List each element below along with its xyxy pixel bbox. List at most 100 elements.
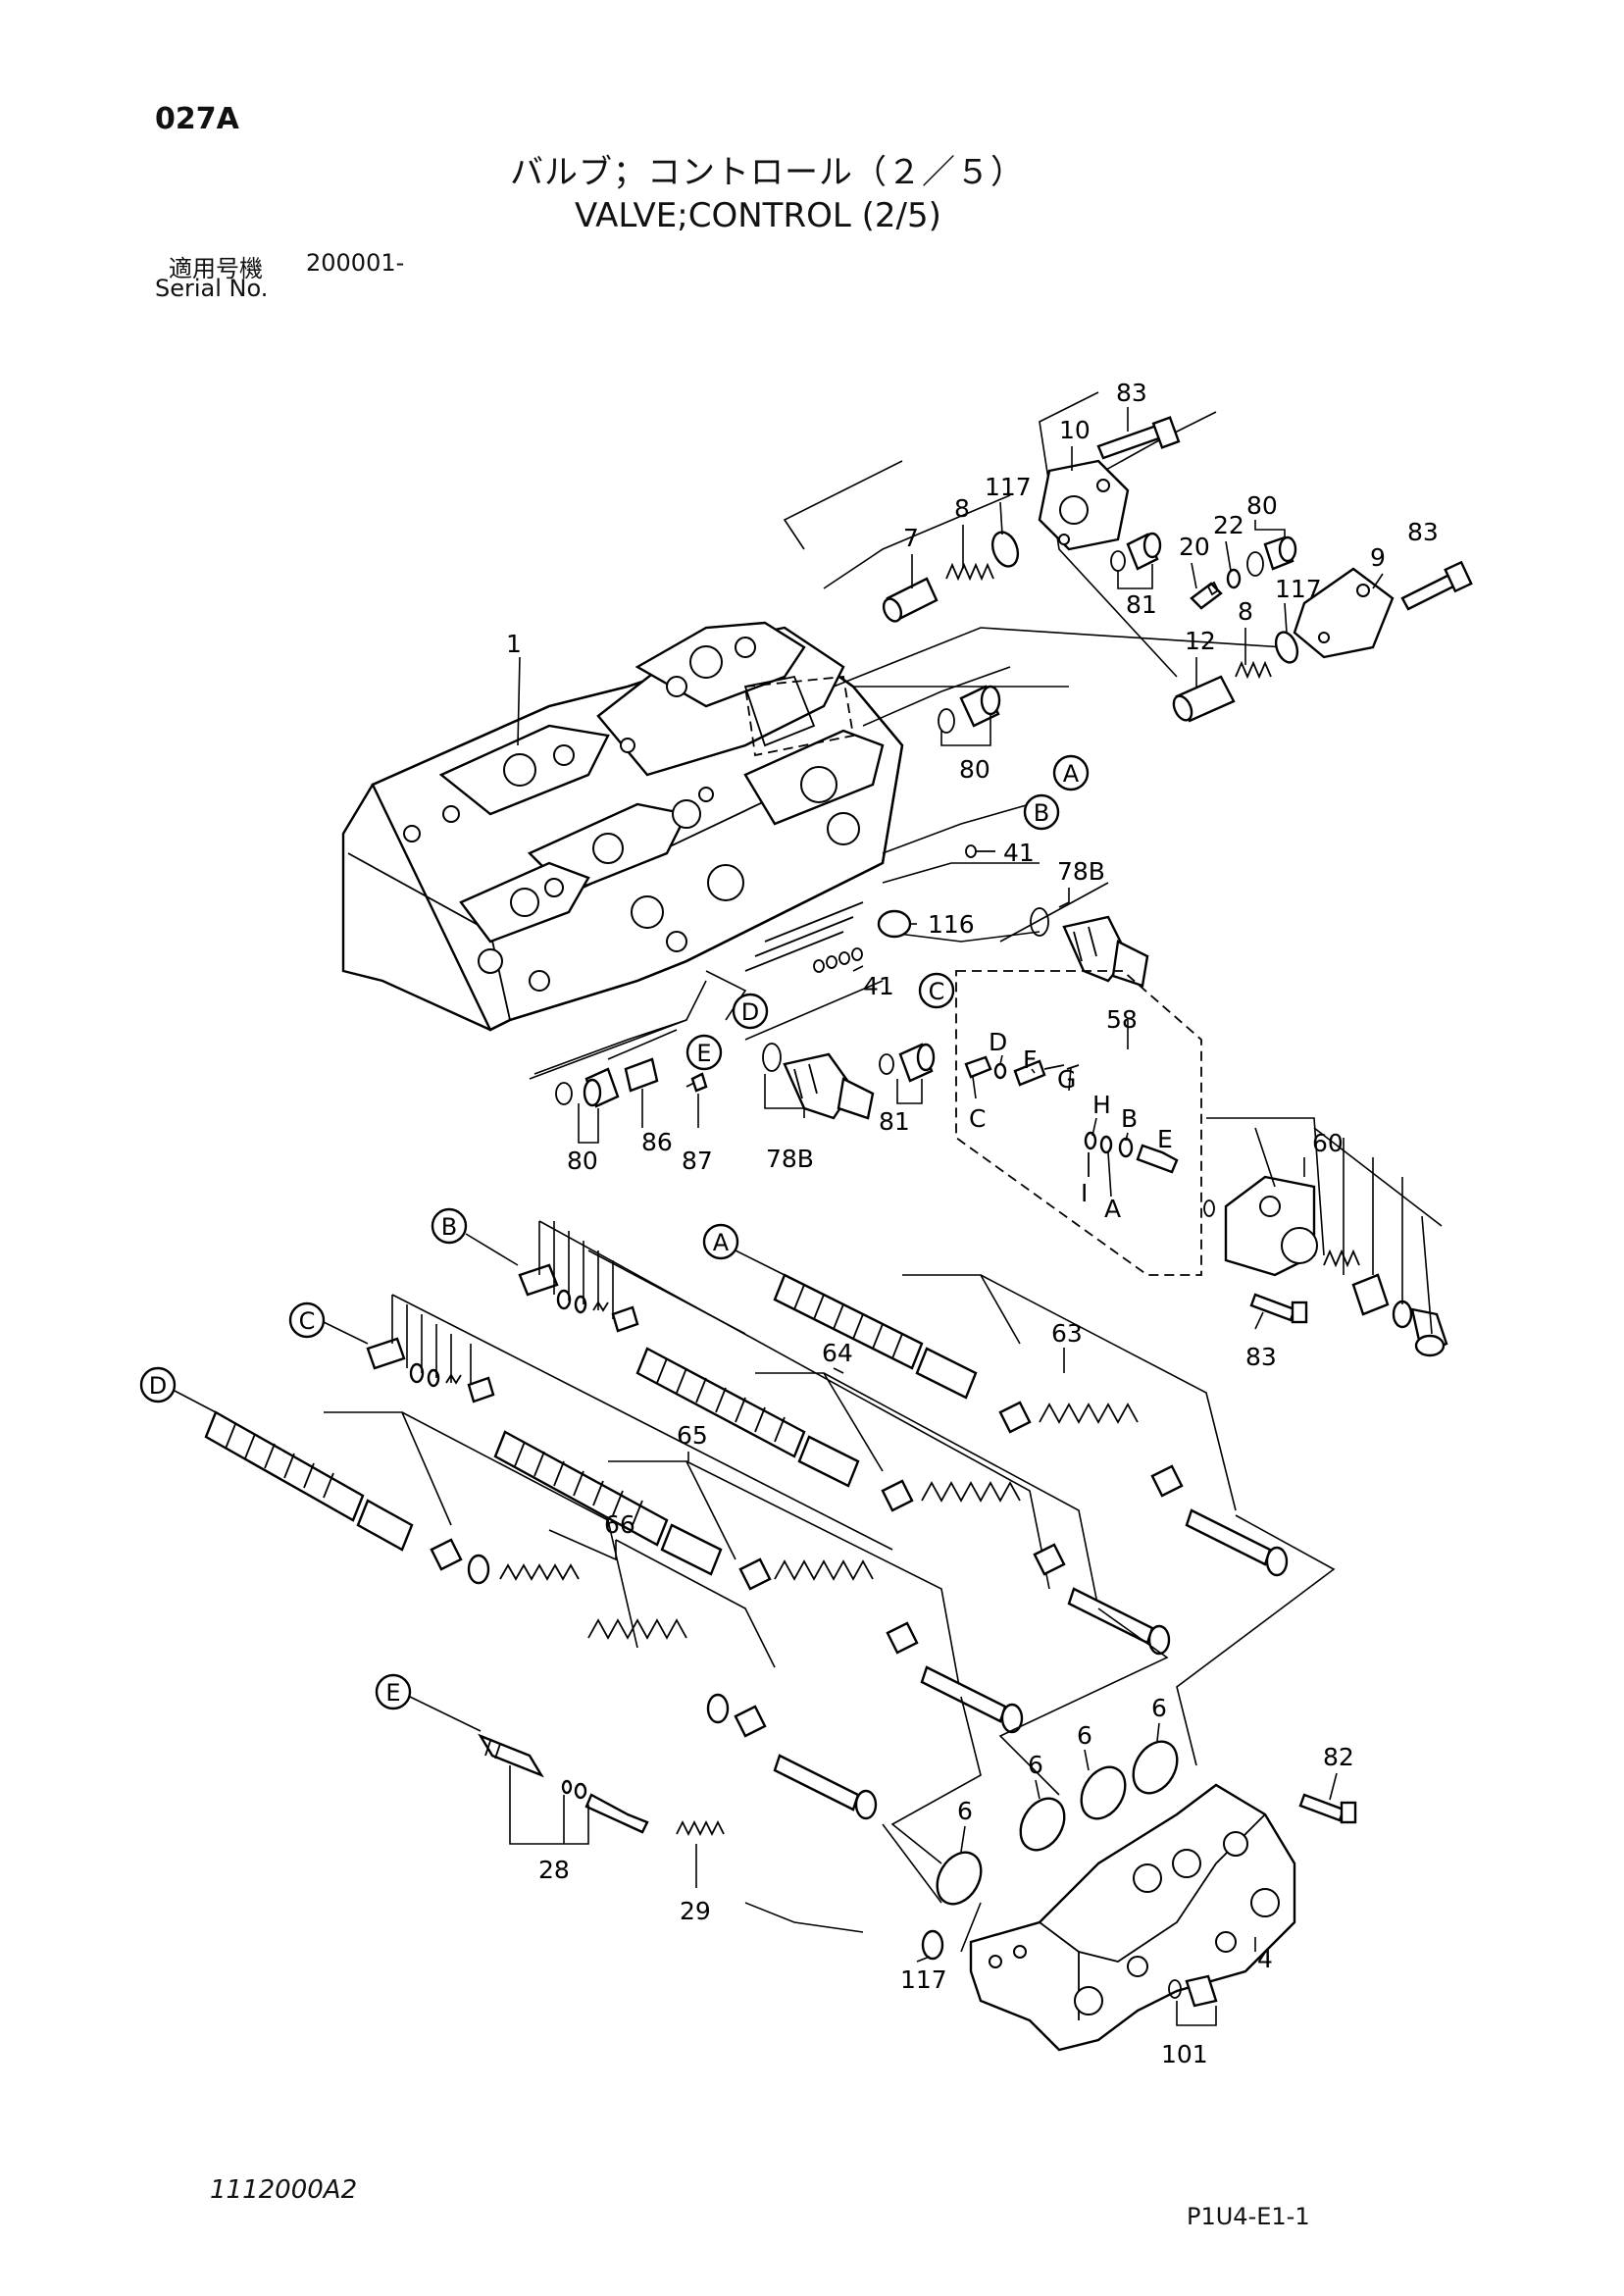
label-c-58: C — [969, 1104, 986, 1133]
oring-117-right — [1274, 631, 1299, 664]
label-g-58: G — [1057, 1065, 1076, 1094]
title-japanese: バルブ；コントロール（２／５） — [510, 153, 1025, 192]
label-81-bottom: 81 — [879, 1107, 910, 1136]
label-8-right: 8 — [1238, 597, 1253, 626]
label-10: 10 — [1059, 416, 1091, 444]
svg-text:C: C — [929, 978, 945, 1005]
spring-8-top — [945, 562, 994, 582]
callout-e-left: E — [375, 1673, 412, 1710]
label-117-right: 117 — [1275, 575, 1322, 603]
label-116: 116 — [928, 910, 975, 939]
svg-text:B: B — [1034, 799, 1049, 827]
label-101: 101 — [1161, 2040, 1208, 2068]
label-6-a: 6 — [1151, 1694, 1167, 1722]
bolt-83-top — [1096, 416, 1181, 460]
label-leaders — [517, 407, 1384, 1963]
label-58: 58 — [1106, 1005, 1138, 1034]
callout-b-top: B — [1023, 793, 1060, 831]
callout-a-top: A — [1052, 754, 1090, 791]
plug-80-middle — [938, 685, 1001, 734]
svg-text:E: E — [385, 1679, 400, 1707]
callout-a-left: A — [702, 1223, 739, 1260]
label-f-58: F — [1023, 1046, 1037, 1074]
oring-116 — [877, 909, 912, 939]
label-80-top: 80 — [1246, 491, 1278, 520]
svg-text:C: C — [299, 1307, 316, 1335]
screw-87 — [685, 1072, 708, 1093]
label-12: 12 — [1185, 627, 1216, 655]
label-78b-bottom: 78B — [766, 1145, 814, 1173]
label-80-bottom: 80 — [567, 1147, 598, 1175]
plug-80-bottom — [555, 1067, 620, 1108]
plug-81-bottom — [879, 1043, 936, 1083]
plug-81-top — [1110, 532, 1162, 572]
label-20: 20 — [1179, 533, 1210, 561]
group-58 — [955, 970, 1202, 1276]
label-83-lower: 83 — [1245, 1343, 1277, 1371]
label-66: 66 — [604, 1510, 635, 1539]
label-64: 64 — [822, 1339, 853, 1367]
bottom-left-leaders — [533, 1019, 923, 1144]
spool-65 — [493, 1430, 1024, 1734]
label-h-58: H — [1092, 1091, 1111, 1119]
label-81-top: 81 — [1126, 590, 1157, 619]
spool-64 — [635, 1347, 1171, 1656]
oring-117-bottom — [921, 1929, 944, 1961]
svg-text:E: E — [696, 1040, 711, 1067]
footer-drawing-code: 1112000A2 — [210, 2175, 358, 2205]
label-6-b: 6 — [1077, 1721, 1092, 1750]
svg-text:B: B — [441, 1213, 457, 1241]
label-78b-top: 78B — [1057, 857, 1105, 886]
svg-text:D: D — [741, 998, 759, 1026]
pins-41-row — [744, 901, 864, 973]
label-83-top: 83 — [1116, 379, 1147, 407]
serial-label-english: Serial No. — [155, 275, 269, 302]
label-28: 28 — [538, 1856, 570, 1884]
title-english: VALVE;CONTROL (2/5) — [575, 196, 941, 235]
label-63: 63 — [1051, 1319, 1083, 1348]
connection-leaders — [744, 1514, 1336, 1953]
label-1: 1 — [506, 630, 522, 658]
flange-9 — [1293, 567, 1395, 659]
label-83-right: 83 — [1407, 518, 1439, 546]
plug-80-top — [1246, 536, 1297, 577]
label-d-58: D — [989, 1028, 1007, 1056]
plug-12 — [1172, 675, 1236, 723]
label-6-d: 6 — [957, 1797, 973, 1825]
plate-86 — [624, 1057, 659, 1093]
spool-row-c — [323, 1294, 893, 1551]
label-41-row: 41 — [863, 972, 894, 1000]
label-6-c: 6 — [1028, 1751, 1043, 1779]
callout-c-left: C — [288, 1301, 326, 1339]
label-a-58: A — [1104, 1195, 1121, 1223]
callout-d-left: D — [139, 1366, 177, 1403]
plug-101 — [1168, 1974, 1218, 2026]
svg-text:D: D — [149, 1372, 167, 1400]
label-4: 4 — [1257, 1945, 1273, 1973]
label-i-58: I — [1081, 1179, 1088, 1207]
bolt-83-lower — [1249, 1293, 1308, 1324]
spool-row-d — [174, 1390, 878, 1820]
label-117-bottom: 117 — [900, 1965, 947, 1994]
part-labels: 83 10 117 8 7 81 20 22 80 83 9 117 8 12 … — [506, 379, 1439, 2068]
label-9: 9 — [1370, 543, 1386, 572]
bolt-82 — [1298, 1793, 1357, 1824]
label-60: 60 — [1312, 1129, 1344, 1157]
label-b-58: B — [1121, 1104, 1138, 1133]
label-87: 87 — [682, 1147, 713, 1175]
page-code: 027A — [155, 102, 239, 136]
serial-label-japanese: 適用号機 — [169, 255, 263, 282]
label-7: 7 — [903, 524, 919, 552]
callout-e-top: E — [685, 1034, 723, 1071]
spool-row-e — [409, 1696, 725, 1888]
callout-c-top: C — [918, 972, 955, 1009]
pin-41-top — [965, 844, 995, 858]
svg-text:A: A — [713, 1229, 730, 1256]
serial-value: 200001- — [306, 249, 405, 277]
flange-10 — [1038, 459, 1130, 551]
oring-117-top — [990, 531, 1020, 568]
svg-text:A: A — [1063, 760, 1080, 788]
cover-4 — [969, 1783, 1296, 2052]
housing-60 — [1203, 1117, 1448, 1357]
spring-8-right — [1235, 660, 1272, 680]
